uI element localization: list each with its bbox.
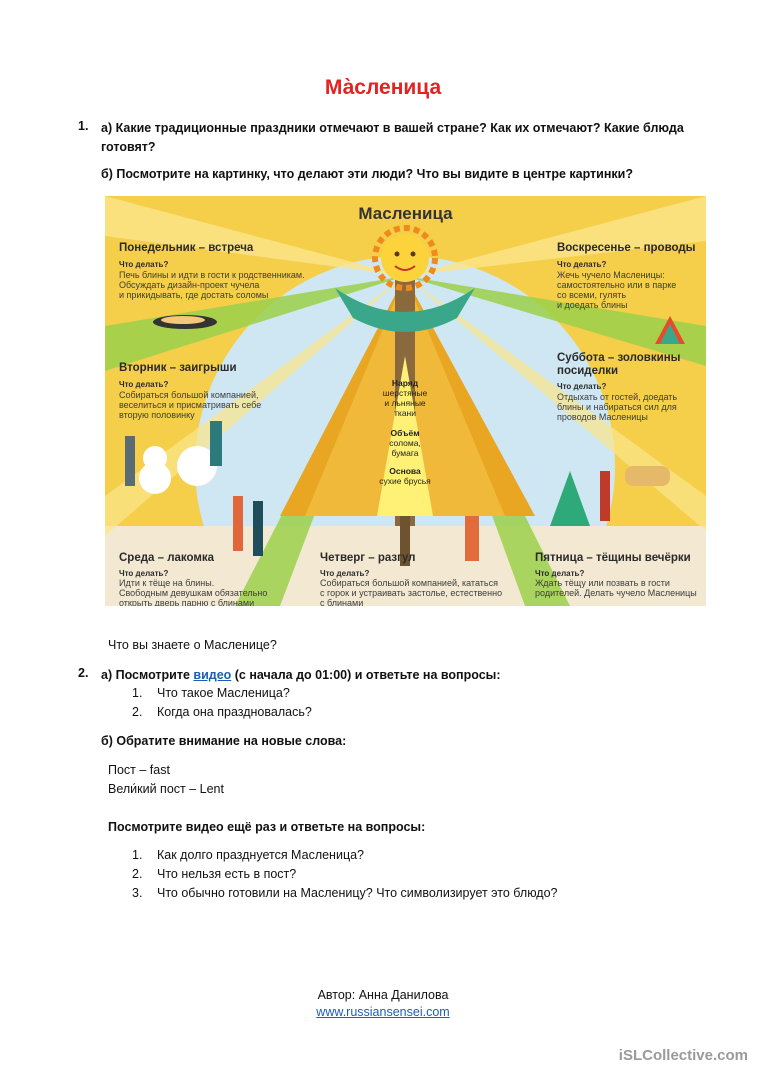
question-2c: Посмотрите видео ещё раз и ответьте на в… [108,820,426,834]
poster-day-thursday-text: Собираться большой компанией, кататься с… [320,578,503,606]
poster-day-saturday-text: Отдыхать от гостей, доедать блины и наби… [557,392,678,422]
website-link[interactable]: www.russiansensei.com [316,1005,450,1019]
section-2-number: 2. [78,666,89,680]
page-title: Ма̀сленица [324,76,442,99]
question-1a: а) Какие традиционные праздники отмечают… [101,119,701,157]
vocabulary-list: Пост – fast Вели́кий пост – Lent [108,761,224,799]
list-item: 1.Что такое Масленица? [132,686,290,700]
what-to-do-label: Что делать? [119,380,169,389]
what-to-do-label: Что делать? [557,382,607,391]
question-know: Что вы знаете о Масленице? [108,638,277,652]
list-item: 2.Когда она праздновалась? [132,705,312,719]
vocab-item: Вели́кий пост – Lent [108,782,224,796]
poster-day-tuesday: Вторник – заигрыши [119,362,237,374]
what-to-do-label: Что делать? [320,569,370,578]
poster-title: Масленица [358,204,453,223]
effigy-base: Основа сухие брусья [379,466,431,486]
poster-day-wednesday-text: Идти к тёще на блины. Свободным девушкам… [119,578,268,606]
poster-illustration [105,196,706,606]
what-to-do-label: Что делать? [557,260,607,269]
poster-day-thursday: Четверг – разгул [320,552,416,564]
poster-day-sunday: Воскресенье – проводы [557,242,696,254]
question-2b: б) Обратите внимание на новые слова: [101,734,347,748]
poster-day-friday: Пятница – тёщины вечёрки [535,552,691,564]
poster-day-sunday-text: Жечь чучело Масленицы: самостоятельно ил… [557,270,677,310]
what-to-do-label: Что делать? [119,569,169,578]
maslenitsa-poster: Масленица Понедельник – встреча Что дела… [105,196,706,606]
poster-day-monday: Понедельник – встреча [119,242,254,254]
effigy-clothing: Наряд шерстяные и льняные ткани [382,378,428,418]
list-item: 1.Как долго празднуется Масленица? [132,848,365,862]
question-1a-line1: а) Какие традиционные праздники отмечают… [101,121,684,135]
vocab-item: Пост – fast [108,763,170,777]
question-1b: б) Посмотрите на картинку, что делают эт… [101,167,633,181]
list-item: 3.Что обычно готовили на Масленицу? Что … [132,886,558,900]
question-2a-list: 1.Что такое Масленица? 2.Когда она празд… [132,684,312,722]
list-item: 2.Что нельзя есть в пост? [132,867,297,881]
effigy-volume: Объём солома, бумага [389,428,421,458]
question-1a-line2: готовят? [101,140,156,154]
poster-day-tuesday-text: Собираться большой компанией, веселиться… [119,390,262,420]
poster-day-friday-text: Ждать тёщу или позвать в гости родителей… [535,578,697,598]
question-2a: а) Посмотрите видео (с начала до 01:00) … [101,668,501,682]
section-1-number: 1. [78,119,89,133]
poster-day-monday-text: Печь блины и идти в гости к родственника… [119,270,305,300]
what-to-do-label: Что делать? [119,260,169,269]
poster-day-saturday: Суббота – золовкины посиделки [557,352,681,377]
video-link[interactable]: видео [193,668,232,682]
author-credit: Автор: Анна Данилова [317,988,449,1002]
watermark: iSLCollective.com [618,1047,748,1064]
poster-day-wednesday: Среда – лакомка [119,552,215,564]
question-2c-list: 1.Как долго празднуется Масленица? 2.Что… [132,846,558,903]
what-to-do-label: Что делать? [535,569,585,578]
